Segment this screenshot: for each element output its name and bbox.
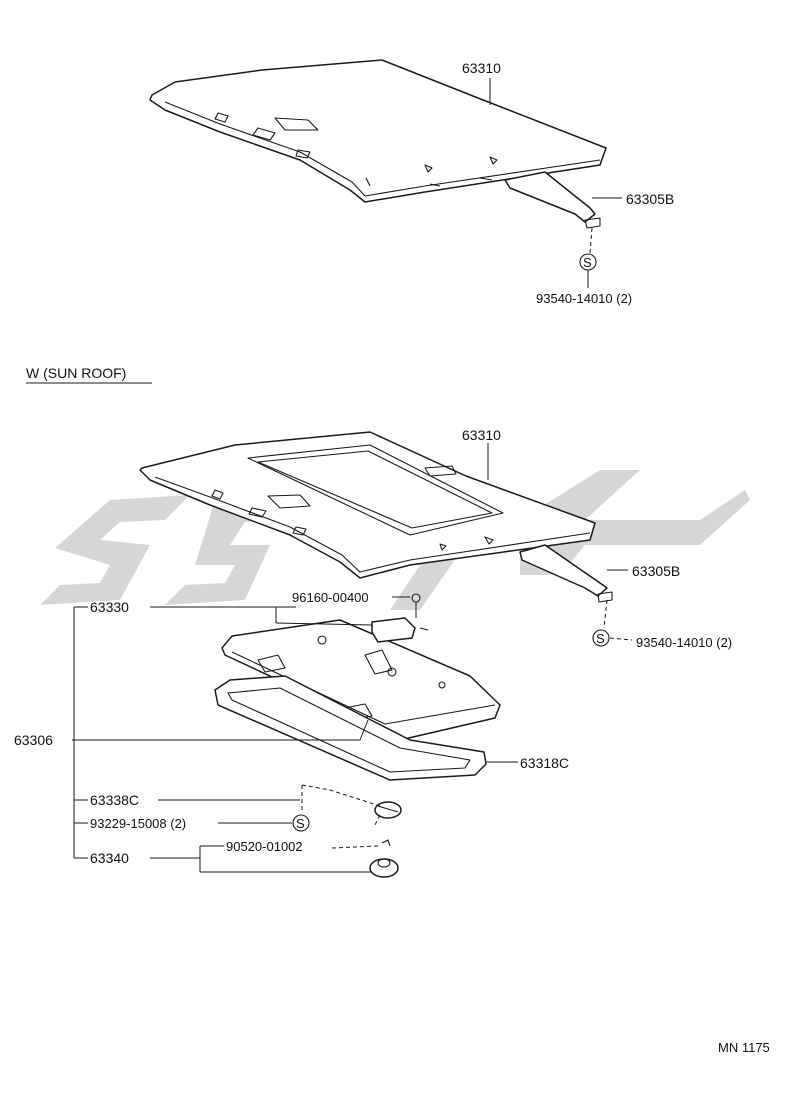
sunshade-frame-part	[214, 675, 487, 781]
label-sunshade-frame: 63318C	[520, 755, 569, 771]
sunroof-rod-part	[519, 544, 613, 603]
label-knob-sub: 63338C	[90, 792, 139, 808]
label-sunroof-rod: 63305B	[632, 563, 680, 579]
label-top-headliner: 63310	[462, 60, 501, 76]
section-label: W (SUN ROOF)	[26, 365, 126, 381]
sunroof-knob-standard-part-icon	[292, 814, 310, 832]
bracket-part	[371, 593, 429, 643]
label-top-rod: 63305B	[626, 191, 674, 207]
top-headliner-part	[149, 59, 607, 203]
footer-code: MN 1175	[718, 1040, 770, 1055]
label-sunroof-headliner: 63310	[462, 427, 501, 443]
label-screw-b: 93229-15008 (2)	[90, 816, 186, 831]
label-top-clip: 93540-14010 (2)	[536, 291, 632, 306]
label-screw-a: 96160-00400	[292, 590, 369, 605]
label-knob-assy: 63340	[90, 850, 129, 866]
label-sunshade-assy: 63330	[90, 599, 129, 615]
top-standard-symbol: S	[583, 255, 592, 270]
label-screw-c: 90520-01002	[226, 839, 303, 854]
label-sunshade-sub: 63306	[14, 732, 53, 748]
sunroof-standard-part-icon	[592, 629, 610, 647]
knob-base-part	[369, 839, 399, 878]
label-sunroof-clip: 93540-14010 (2)	[636, 635, 732, 650]
sunroof-headliner-part	[139, 431, 596, 579]
top-rod-part	[504, 171, 601, 229]
knob-cap-part	[374, 801, 402, 819]
sunroof-standard-symbol: S	[596, 631, 605, 646]
sunroof-knob-standard-symbol: S	[296, 816, 305, 831]
